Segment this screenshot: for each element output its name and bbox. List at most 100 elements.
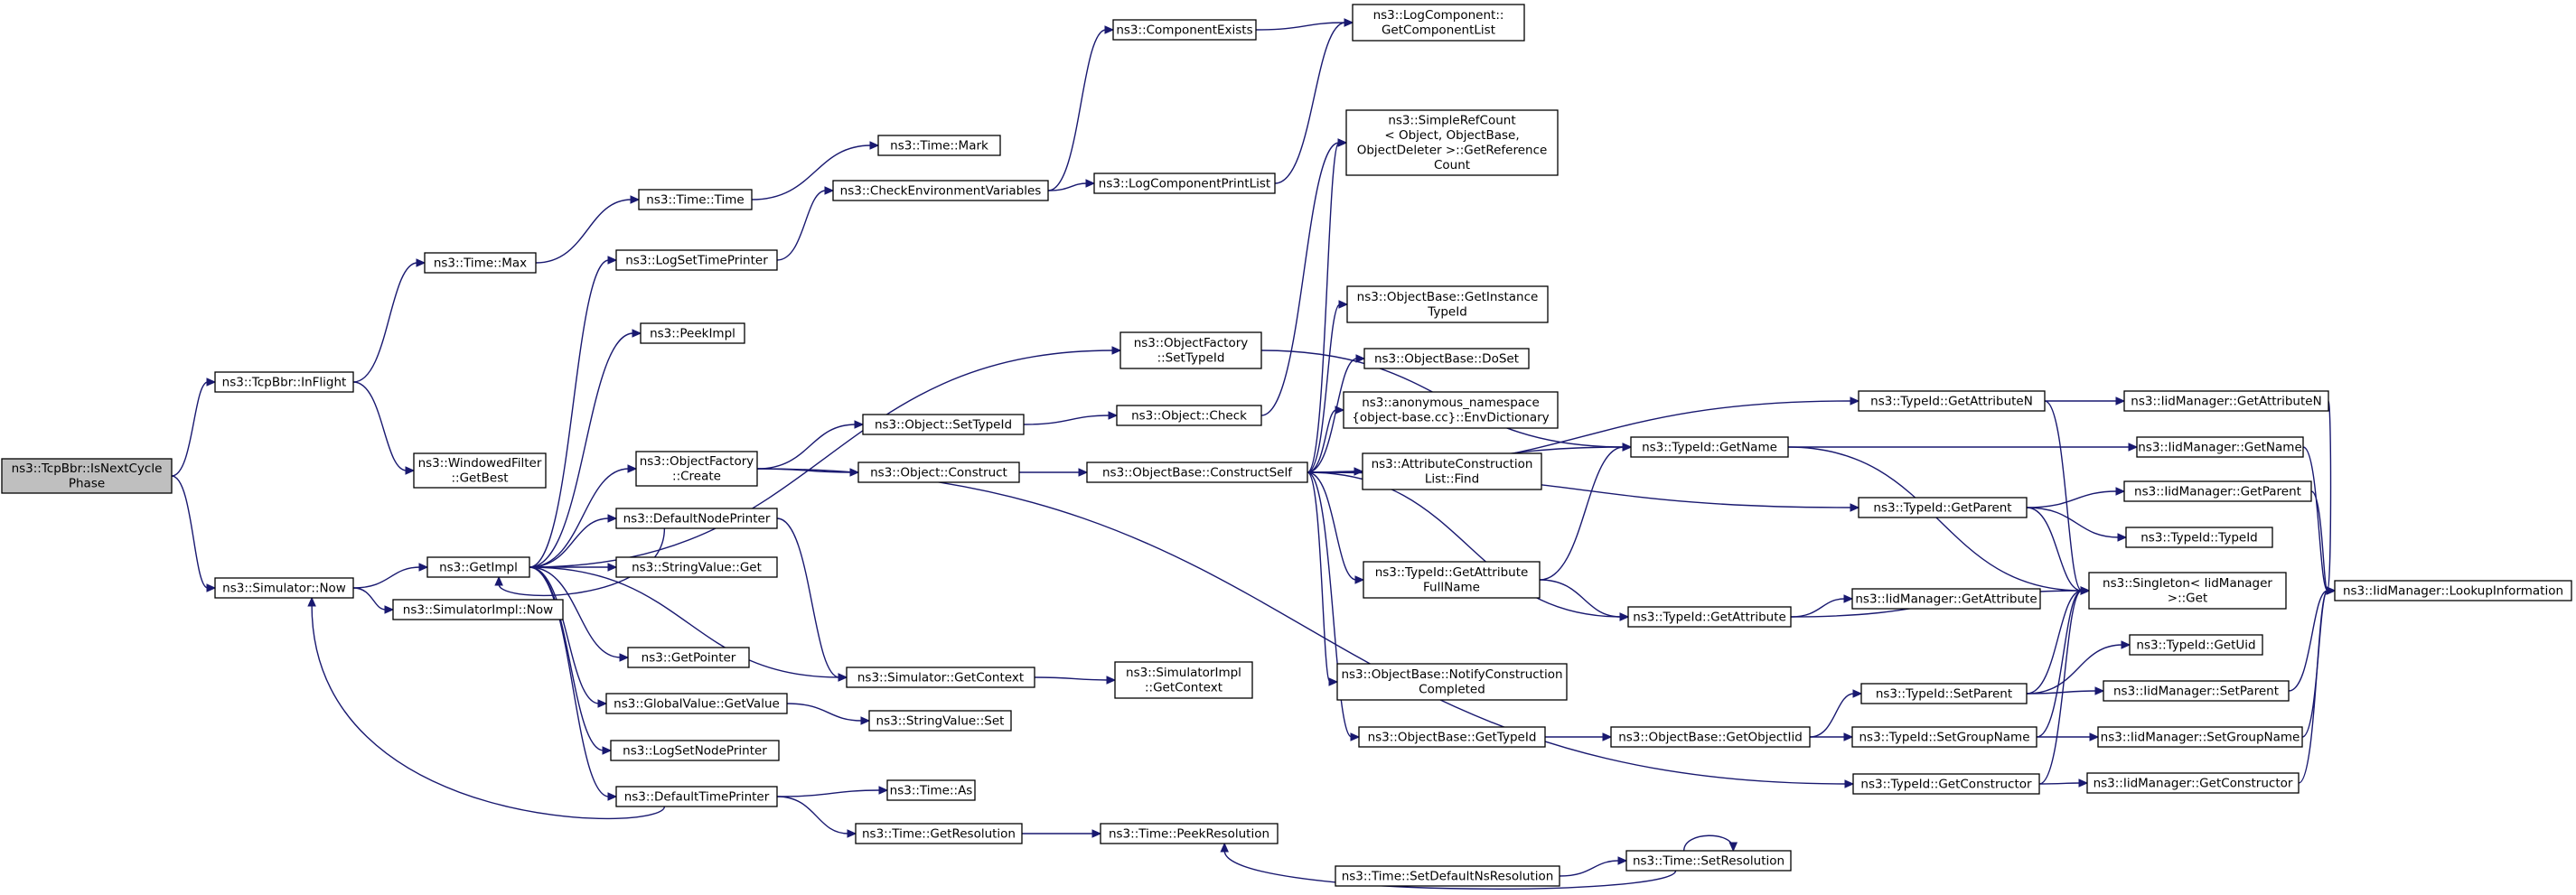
node-logsettime[interactable]: ns3::LogSetTimePrinter <box>615 249 778 271</box>
node-simplerefcount[interactable]: ns3::SimpleRefCount< Object, ObjectBase,… <box>1345 109 1559 176</box>
node-label: ns3::Time::SetResolution <box>1633 853 1784 868</box>
node-label: ns3::ComponentExists <box>1116 23 1252 37</box>
node-timetime[interactable]: ns3::Time::Time <box>638 189 753 210</box>
node-tidgetparent[interactable]: ns3::TypeId::GetParent <box>1858 497 2028 518</box>
node-tidgetname[interactable]: ns3::TypeId::GetName <box>1630 436 1789 458</box>
node-tidsetparent[interactable]: ns3::TypeId::SetParent <box>1860 683 2028 704</box>
node-logcompget[interactable]: ns3::LogComponent::GetComponentList <box>1352 4 1525 42</box>
node-objcheck[interactable]: ns3::Object::Check <box>1116 405 1262 426</box>
node-timesetdefns[interactable]: ns3::Time::SetDefaultNsResolution <box>1335 865 1560 887</box>
node-strset[interactable]: ns3::StringValue::Set <box>868 710 1012 732</box>
node-tidgetuid[interactable]: ns3::TypeId::GetUid <box>2129 634 2263 656</box>
node-objsettypeid[interactable]: ns3::Object::SetTypeId <box>862 414 1025 435</box>
node-timemax[interactable]: ns3::Time::Max <box>424 252 537 274</box>
edge-inflight-to-timemax <box>352 258 426 383</box>
node-label: >::Get <box>2168 592 2207 606</box>
node-tidgetattr[interactable]: ns3::TypeId::GetAttribute <box>1627 606 1792 628</box>
node-tidgetctor[interactable]: ns3::TypeId::GetConstructor <box>1852 773 2040 795</box>
node-tidsetgroup[interactable]: ns3::TypeId::SetGroupName <box>1851 726 2037 748</box>
node-box <box>846 667 1035 688</box>
edge-defnodeprinter-to-getimpl <box>494 527 666 597</box>
node-label: ns3::TypeId::GetUid <box>2136 638 2255 652</box>
node-label: ns3::ObjectBase::GetObjectIid <box>1618 730 1803 744</box>
node-obgetobjtid[interactable]: ns3::ObjectBase::GetObjectIid <box>1610 726 1811 748</box>
node-ofcreate[interactable]: ns3::ObjectFactory::Create <box>635 451 758 487</box>
node-compexists[interactable]: ns3::ComponentExists <box>1112 19 1257 41</box>
node-iidgetctor[interactable]: ns3::IidManager::GetConstructor <box>2086 772 2300 794</box>
node-label: ns3::StringValue::Get <box>632 560 762 574</box>
node-simnow[interactable]: ns3::Simulator::Now <box>214 577 354 599</box>
node-obconstructself[interactable]: ns3::ObjectBase::ConstructSelf <box>1086 461 1308 483</box>
node-label: ns3::ObjectFactory <box>640 454 754 469</box>
node-box <box>2086 772 2300 794</box>
node-logcompprint[interactable]: ns3::LogComponentPrintList <box>1093 172 1276 194</box>
node-label: ::SetTypeId <box>1157 351 1225 366</box>
node-label: List::Find <box>1425 472 1479 487</box>
edge-getimpl-to-ofsettypeid <box>529 346 1122 568</box>
node-tidtypeid[interactable]: ns3::TypeId::TypeId <box>2125 527 2273 548</box>
node-checkenv[interactable]: ns3::CheckEnvironmentVariables <box>832 180 1049 201</box>
edge-timesetdefns-to-timesetres <box>1559 856 1628 877</box>
node-box <box>862 414 1025 435</box>
node-deftimeprinter[interactable]: ns3::DefaultTimePrinter <box>615 786 778 807</box>
node-label: ns3::TypeId::GetParent <box>1873 500 2011 515</box>
node-label: ObjectDeleter >::GetReference <box>1357 144 1548 158</box>
node-box <box>413 452 547 489</box>
node-obgettypeid[interactable]: ns3::ObjectBase::GetTypeId <box>1358 726 1546 748</box>
node-box <box>1 458 173 494</box>
node-iidsetgroup[interactable]: ns3::IidManager::SetGroupName <box>2097 726 2303 748</box>
edge-tidgetattrfull-to-tidgetattr <box>1539 579 1630 621</box>
node-box <box>426 556 530 578</box>
node-peekimpl[interactable]: ns3::PeekImpl <box>640 322 745 344</box>
node-getpointer[interactable]: ns3::GetPointer <box>627 647 750 668</box>
node-iidlookup[interactable]: ns3::IidManager::LookupInformation <box>2334 580 2572 601</box>
node-obdoset[interactable]: ns3::ObjectBase::DoSet <box>1363 348 1530 369</box>
edge-root-to-simnow <box>171 475 217 592</box>
node-timesetres[interactable]: ns3::Time::SetResolution <box>1625 850 1792 872</box>
edge-tidgetattrfull-to-tidgetname <box>1539 443 1633 581</box>
node-box <box>635 451 758 487</box>
edge-simnow-to-getimpl <box>352 563 429 589</box>
node-getimpl[interactable]: ns3::GetImpl <box>426 556 530 578</box>
node-logsetnode[interactable]: ns3::LogSetNodePrinter <box>610 740 780 761</box>
node-winfilter[interactable]: ns3::WindowedFilter::GetBest <box>413 452 547 489</box>
node-box <box>1345 109 1559 176</box>
node-box <box>1362 452 1542 490</box>
node-obnotify[interactable]: ns3::ObjectBase::NotifyConstructionCompl… <box>1336 663 1568 701</box>
node-label: ns3::SimulatorImpl::Now <box>403 602 553 617</box>
node-iidgetattr[interactable]: ns3::IidManager::GetAttribute <box>1851 588 2041 610</box>
node-iidsetparent[interactable]: ns3::IidManager::SetParent <box>2103 680 2290 702</box>
node-strget[interactable]: ns3::StringValue::Get <box>615 556 778 578</box>
node-simimplnow[interactable]: ns3::SimulatorImpl::Now <box>392 599 564 620</box>
node-timemark[interactable]: ns3::Time::Mark <box>877 135 1001 156</box>
node-objconstruct[interactable]: ns3::Object::Construct <box>857 461 1020 483</box>
node-tidgetattrn[interactable]: ns3::TypeId::GetAttributeN <box>1858 390 2046 412</box>
edge-timegetres-to-timepeekres <box>1021 829 1102 838</box>
node-box <box>868 710 1012 732</box>
node-timegetres[interactable]: ns3::Time::GetResolution <box>855 823 1023 844</box>
node-simimplgetctx[interactable]: ns3::SimulatorImpl::GetContext <box>1114 661 1253 699</box>
node-gvgetvalue[interactable]: ns3::GlobalValue::GetValue <box>605 693 788 714</box>
edge-obconstructself-to-simplerefcount <box>1307 138 1348 473</box>
edge-ofcreate-to-tidgetctor <box>756 468 1855 788</box>
node-timeas[interactable]: ns3::Time::As <box>886 779 976 801</box>
node-iidgetattrn[interactable]: ns3::IidManager::GetAttributeN <box>2123 390 2329 412</box>
node-defnodeprinter[interactable]: ns3::DefaultNodePrinter <box>615 508 778 529</box>
node-singleton[interactable]: ns3::Singleton< IidManager >::Get <box>2088 572 2287 610</box>
node-ofsettypeid[interactable]: ns3::ObjectFactory::SetTypeId <box>1119 331 1262 369</box>
node-iidgetname[interactable]: ns3::IidManager::GetName <box>2136 436 2304 458</box>
node-label: ns3::LogSetNodePrinter <box>623 743 767 758</box>
node-box <box>2334 580 2572 601</box>
node-timepeekres[interactable]: ns3::Time::PeekResolution <box>1100 823 1279 844</box>
node-inflight[interactable]: ns3::TcpBbr::InFlight <box>214 371 354 393</box>
node-box <box>2125 527 2273 548</box>
node-simgetcontext[interactable]: ns3::Simulator::GetContext <box>846 667 1035 688</box>
node-label: ns3::TypeId::GetAttribute <box>1375 565 1529 580</box>
node-anonenv[interactable]: ns3::anonymous_namespace{object-base.cc}… <box>1343 391 1559 429</box>
node-iidgetparent[interactable]: ns3::IidManager::GetParent <box>2123 480 2312 502</box>
